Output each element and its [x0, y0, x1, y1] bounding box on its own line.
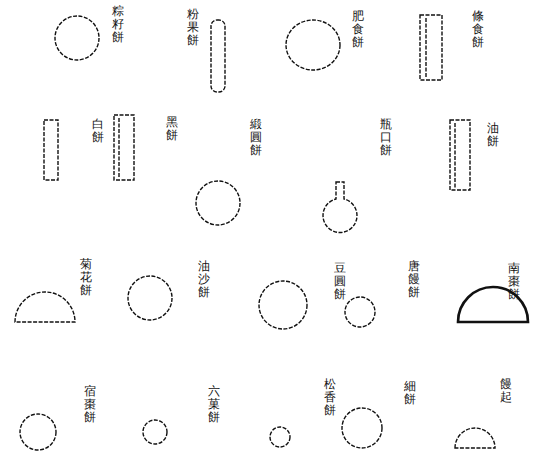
bar-edge: [118, 118, 119, 178]
cake-label: 細餅: [404, 380, 416, 406]
cake-label: 菊花餅: [80, 258, 92, 298]
cake-label: 豆圓餅: [334, 262, 346, 302]
round-cake: [20, 414, 56, 450]
cake-label: 六菓餅: [208, 385, 220, 425]
stick-cake: [211, 20, 225, 92]
cake-label: 油沙餅: [198, 260, 210, 300]
cake-label: 饅起: [500, 378, 512, 404]
bar-edge: [425, 18, 426, 78]
half-cake: [15, 292, 75, 322]
cake-label: 唐饅餅: [408, 260, 420, 300]
bar-cake: [114, 115, 134, 180]
round-cake: [345, 297, 375, 327]
cake-label: 松香餅: [324, 378, 336, 418]
cake-label: 宿棗餅: [84, 385, 96, 425]
round-cake: [342, 408, 382, 448]
bar-cake: [450, 120, 470, 190]
cake-label: 緞圓餅: [250, 118, 262, 158]
cake-label: 瓶口餅: [380, 118, 392, 158]
cake-label: 粉果餅: [187, 8, 199, 48]
half-cake: [455, 428, 495, 448]
cake-label: 粽籽餅: [112, 5, 124, 45]
cake-label: 條食餅: [472, 10, 484, 50]
round-cake: [196, 181, 240, 225]
round-cake: [286, 20, 340, 70]
bar-cake: [420, 15, 442, 80]
round-cake: [259, 281, 307, 329]
cake-label: 黑餅: [166, 116, 178, 142]
cake-label: 南棗餅: [508, 262, 520, 302]
cake-label: 油餅: [487, 122, 499, 148]
round-cake: [143, 420, 167, 444]
cake-label: 肥食餅: [352, 10, 364, 50]
flask-cake: [323, 182, 357, 233]
bar-cake: [44, 120, 58, 180]
round-cake: [55, 16, 99, 60]
round-cake: [270, 427, 290, 447]
round-cake: [128, 276, 172, 320]
bar-edge: [454, 123, 455, 188]
cake-label: 白餅: [92, 118, 104, 144]
